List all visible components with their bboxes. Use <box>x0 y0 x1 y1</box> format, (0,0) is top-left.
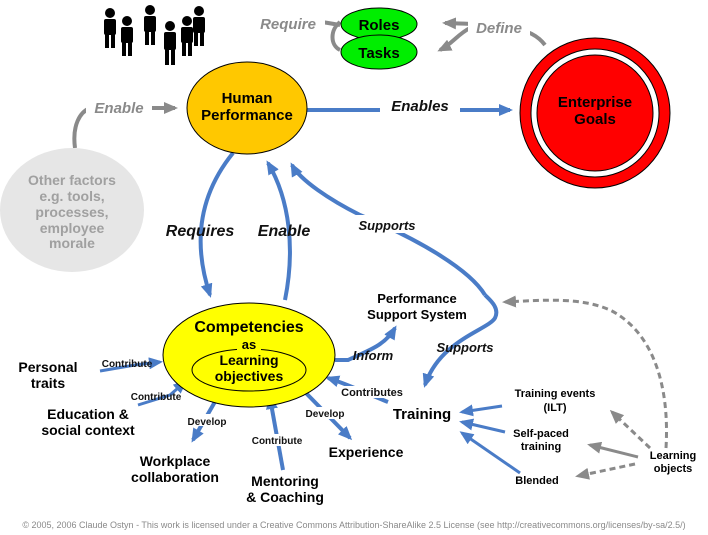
human-performance-node: Human Performance <box>186 61 308 155</box>
svg-text:Learning: Learning <box>650 450 696 462</box>
svg-text:morale: morale <box>49 235 95 251</box>
contribute-personal-arrow <box>99 357 163 373</box>
svg-text:as: as <box>242 337 256 352</box>
svg-text:Personal: Personal <box>18 359 77 375</box>
svg-text:(ILT): (ILT) <box>543 402 566 414</box>
svg-text:Workplace: Workplace <box>140 453 211 469</box>
mentoring-coaching-node: Mentoring & Coaching <box>246 473 324 505</box>
svg-text:Other factors: Other factors <box>28 172 116 188</box>
enable-label: Enable <box>258 223 311 240</box>
license-footer: © 2005, 2006 Claude Ostyn - This work is… <box>22 520 686 530</box>
svg-text:Mentoring: Mentoring <box>251 473 319 489</box>
svg-text:Roles: Roles <box>359 17 400 34</box>
requires-label: Requires <box>166 223 235 240</box>
lo-to-blended-arrow <box>575 462 636 480</box>
contribute-education-label: Contribute <box>131 392 182 403</box>
require-label: Require <box>260 16 316 33</box>
competencies-node: Competencies as Learning objectives <box>162 302 336 408</box>
learning-objectives-label: Learning <box>219 352 278 368</box>
inform-arrow <box>335 325 397 362</box>
other-factors-node: Other factors e.g. tools, processes, emp… <box>0 148 144 272</box>
personal-traits-node: Personal traits <box>18 359 77 391</box>
experience-node: Experience <box>329 444 404 460</box>
svg-text:e.g. tools,: e.g. tools, <box>39 188 104 204</box>
enable-arrow <box>266 160 292 301</box>
roles-tasks-connector <box>330 20 342 52</box>
svg-text:Education &: Education & <box>47 406 129 422</box>
svg-text:Support System: Support System <box>367 307 467 322</box>
supports-bottom-label: Supports <box>436 340 493 355</box>
svg-text:objectives: objectives <box>215 368 284 384</box>
supports-bottom-arrow <box>422 293 499 388</box>
lo-to-ilt-arrow <box>609 409 652 450</box>
lo-to-selfpaced-arrow <box>587 441 639 459</box>
selfpaced-to-training-arrow <box>459 418 506 434</box>
enterprise-goals-node: Enterprise Goals <box>519 37 671 189</box>
define-label: Define <box>476 20 522 37</box>
svg-text:social context: social context <box>41 422 135 438</box>
svg-text:training: training <box>521 441 561 453</box>
blended-to-training-arrow <box>459 431 521 475</box>
ilt-to-training-arrow <box>459 404 503 417</box>
svg-text:& Coaching: & Coaching <box>246 489 324 505</box>
workplace-collaboration-node: Workplace collaboration <box>131 453 219 485</box>
blended-node: Blended <box>515 475 558 487</box>
svg-text:processes,: processes, <box>35 204 108 220</box>
enable-other-label: Enable <box>94 100 143 117</box>
svg-text:collaboration: collaboration <box>131 469 219 485</box>
svg-text:Training events: Training events <box>515 388 596 400</box>
develop-experience-label: Develop <box>306 409 345 420</box>
develop-workplace-label: Develop <box>188 417 227 428</box>
lo-to-pss-arrow <box>502 295 668 449</box>
contributes-training-label: Contributes <box>341 387 403 399</box>
svg-text:employee: employee <box>40 220 105 236</box>
define-arrow-tasks <box>437 26 471 52</box>
svg-text:Goals: Goals <box>574 111 616 128</box>
enables-goals-label: Enables <box>391 98 449 115</box>
contribute-mentoring-label: Contribute <box>252 436 303 447</box>
self-paced-node: Self-paced training <box>513 428 569 453</box>
requires-arrow <box>198 151 235 298</box>
svg-text:Performance: Performance <box>201 107 293 124</box>
training-node: Training <box>393 406 451 423</box>
svg-text:Competencies: Competencies <box>194 319 303 336</box>
svg-text:objects: objects <box>654 463 693 475</box>
svg-text:Human: Human <box>222 90 273 107</box>
tasks-node: Tasks <box>340 34 418 70</box>
svg-text:Self-paced: Self-paced <box>513 428 569 440</box>
education-node: Education & social context <box>41 406 135 438</box>
supports-top-label: Supports <box>358 218 415 233</box>
svg-text:Enterprise: Enterprise <box>558 94 632 111</box>
inform-label: Inform <box>353 348 394 363</box>
svg-text:Performance: Performance <box>377 291 456 306</box>
contribute-personal-label: Contribute <box>102 359 153 370</box>
performance-support-system-node: Performance Support System <box>367 291 467 322</box>
learning-objects-node: Learning objects <box>650 450 696 475</box>
people-group-icon <box>104 5 205 65</box>
training-events-node: Training events (ILT) <box>515 388 596 414</box>
svg-text:traits: traits <box>31 375 65 391</box>
svg-text:Tasks: Tasks <box>358 45 399 62</box>
